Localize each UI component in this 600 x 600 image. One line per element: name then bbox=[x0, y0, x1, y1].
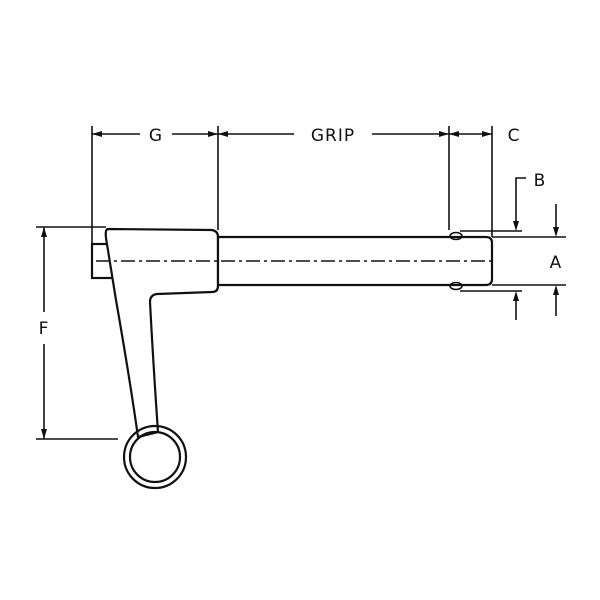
arrow-grip-right bbox=[439, 131, 449, 137]
dimension-f: F bbox=[36, 226, 118, 440]
label-a: A bbox=[550, 253, 563, 273]
locking-ball-bottom bbox=[449, 281, 463, 291]
leader-b bbox=[515, 177, 526, 226]
label-grip: GRIP bbox=[311, 126, 355, 146]
label-g: G bbox=[149, 126, 163, 146]
arrow-b-top bbox=[513, 221, 519, 231]
handle bbox=[104, 227, 220, 439]
top-dimensions: G GRIP C bbox=[91, 126, 521, 244]
dimension-b: B bbox=[460, 171, 547, 320]
arrow-f-top bbox=[41, 227, 47, 237]
pull-ring-inner bbox=[128, 430, 182, 484]
arrow-f-bottom bbox=[41, 429, 47, 439]
arrow-a-bottom bbox=[553, 285, 559, 295]
arrow-grip-left bbox=[218, 131, 228, 137]
label-f: F bbox=[39, 319, 50, 339]
label-c: C bbox=[508, 126, 521, 146]
pull-ring-outer bbox=[122, 424, 188, 490]
arrow-c-right bbox=[482, 131, 492, 137]
arrow-a-top bbox=[553, 227, 559, 237]
arrow-g-left bbox=[92, 131, 102, 137]
arrow-g-right bbox=[208, 131, 218, 137]
dimension-a: A bbox=[492, 204, 566, 316]
label-b: B bbox=[534, 171, 547, 191]
arrow-c-left bbox=[449, 131, 459, 137]
ball-lock-pin bbox=[90, 227, 496, 490]
arrow-b-bottom bbox=[513, 291, 519, 301]
locking-ball-top bbox=[449, 231, 463, 241]
